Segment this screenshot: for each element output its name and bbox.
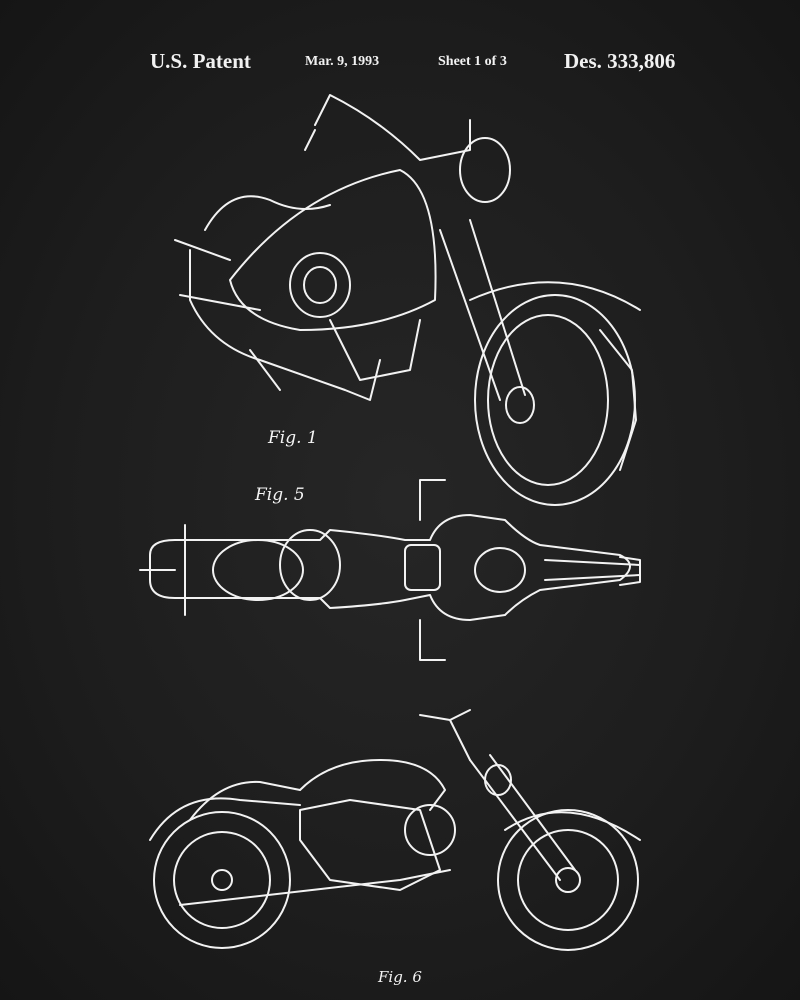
motorcycle-perspective-drawing bbox=[174, 94, 641, 506]
motorcycle-top-view-drawing bbox=[139, 479, 641, 661]
figure-1-label: Fig. 1 bbox=[268, 428, 318, 448]
figure-5-label: Fig. 5 bbox=[255, 485, 305, 505]
patent-date: Mar. 9, 1993 bbox=[305, 54, 380, 69]
figure-6-label: Fig. 6 bbox=[378, 968, 422, 986]
design-number: Des. 333,806 bbox=[564, 49, 676, 73]
sheet-number: Sheet 1 of 3 bbox=[438, 54, 507, 69]
motorcycle-side-view-drawing bbox=[149, 709, 641, 951]
patent-label: U.S. Patent bbox=[150, 49, 251, 73]
